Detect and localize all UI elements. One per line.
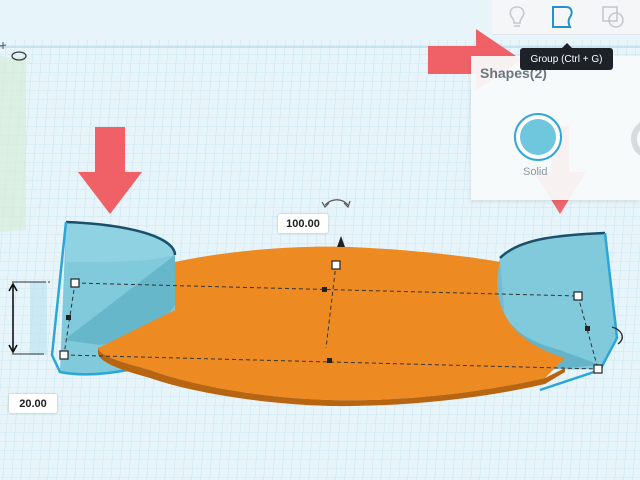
rotate-side-icon[interactable] bbox=[611, 326, 623, 345]
lightbulb-icon[interactable] bbox=[502, 2, 532, 32]
top-toolbar bbox=[492, 0, 640, 35]
group-tooltip: Group (Ctrl + G) bbox=[520, 43, 613, 70]
group-icon[interactable] bbox=[548, 2, 578, 32]
ungroup-icon[interactable] bbox=[598, 2, 628, 32]
solid-color-button[interactable] bbox=[514, 113, 562, 161]
hole-button[interactable] bbox=[631, 119, 640, 159]
height-dimension-label[interactable]: 20.00 bbox=[9, 394, 57, 413]
midpoint-handle bbox=[327, 358, 332, 363]
lift-cone-icon[interactable] bbox=[337, 236, 345, 247]
axis-cross-icon bbox=[0, 42, 7, 49]
workplane-corner-highlight bbox=[0, 55, 26, 232]
resize-handles[interactable] bbox=[59, 260, 603, 374]
rotate-arrow-icon[interactable] bbox=[324, 199, 349, 206]
orange-shape[interactable] bbox=[98, 246, 565, 407]
midpoint-handle bbox=[585, 326, 590, 331]
width-dimension-label[interactable]: 100.00 bbox=[278, 214, 328, 233]
red-annotation-arrow-down bbox=[78, 127, 142, 214]
resize-handle bbox=[59, 350, 69, 360]
midpoint-handle bbox=[66, 315, 71, 320]
origin-marker[interactable] bbox=[11, 51, 27, 61]
resize-handle bbox=[70, 278, 80, 288]
height-ruler bbox=[8, 281, 52, 355]
resize-handle bbox=[593, 364, 603, 374]
solid-label: Solid bbox=[523, 166, 548, 178]
midpoint-handle bbox=[322, 287, 327, 292]
resize-handle bbox=[331, 260, 341, 270]
shape-inspector-panel: Shapes(2) Solid bbox=[471, 56, 640, 200]
resize-handle bbox=[573, 291, 583, 301]
